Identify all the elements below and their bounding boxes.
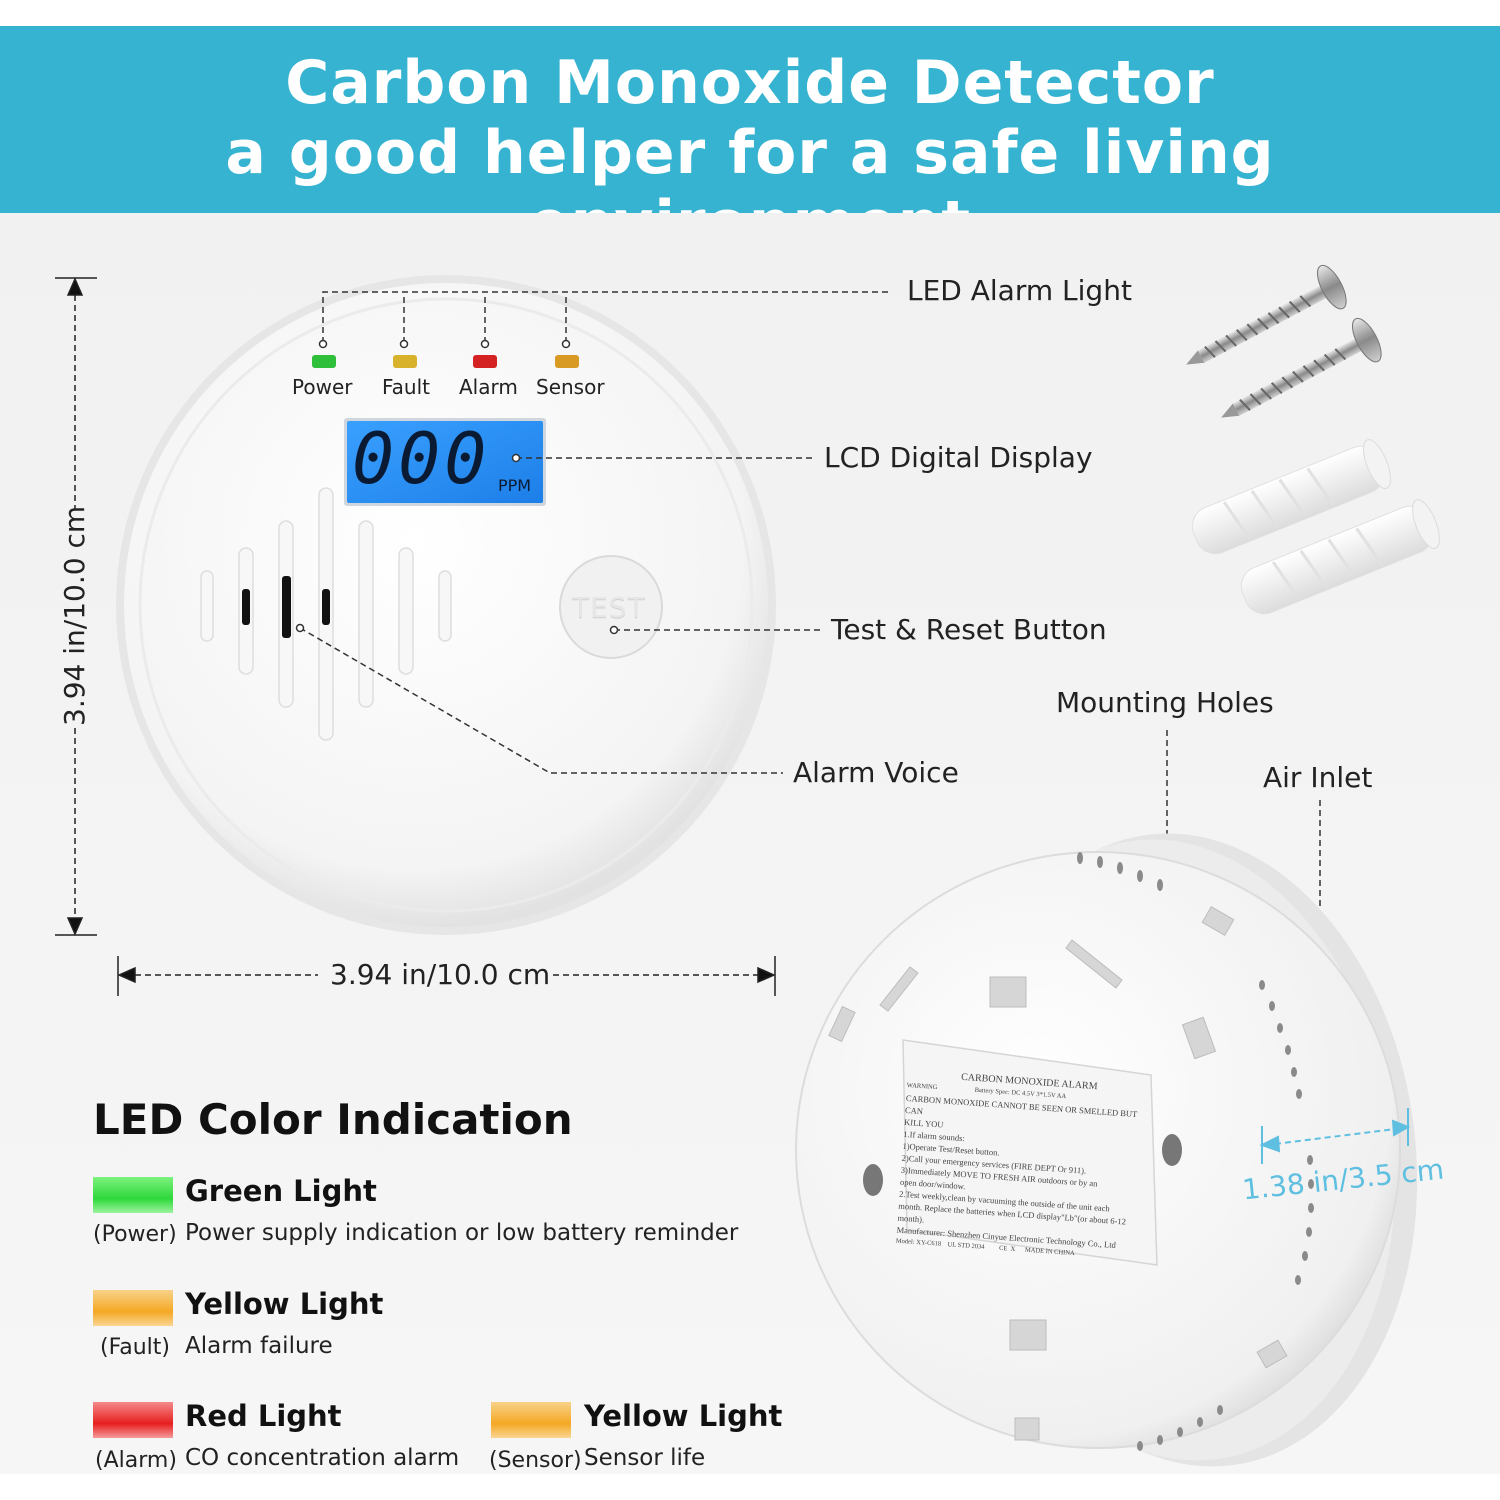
callout-led-alarm-light: LED Alarm Light [907, 274, 1132, 307]
wall-anchors [1191, 439, 1440, 615]
legend-title: LED Color Indication [93, 1095, 573, 1144]
width-dimension-label: 3.94 in/10.0 cm [330, 958, 551, 991]
arrow-right [757, 966, 776, 984]
arrow-down [66, 917, 84, 936]
red-swatch [93, 1402, 173, 1438]
legend-name-yellow-fault: Yellow Light [185, 1287, 384, 1321]
callout-test-button: Test & Reset Button [831, 613, 1107, 646]
yellow-swatch-sensor [491, 1402, 571, 1438]
test-button[interactable] [559, 555, 663, 659]
arrow-left [117, 966, 136, 984]
thickness-dimension [1259, 1108, 1411, 1164]
legend-tag-fault: (Fault) [100, 1335, 170, 1360]
air-inlet-holes [1077, 852, 1314, 1451]
callout-air-inlet: Air Inlet [1263, 761, 1373, 794]
callout-mounting-holes: Mounting Holes [1056, 686, 1274, 719]
arrow-up [66, 277, 84, 296]
mounting-tabs [828, 906, 1288, 1441]
lcd-screen [347, 421, 543, 503]
alarm-led [473, 355, 497, 368]
legend-desc-fault: Alarm failure [185, 1333, 333, 1359]
legend-tag-alarm: (Alarm) [95, 1448, 177, 1473]
sensor-led [555, 355, 579, 368]
legend-tag-sensor: (Sensor) [489, 1448, 582, 1473]
front-detector [116, 275, 776, 935]
yellow-swatch-fault [93, 1290, 173, 1326]
power-led-label: Power [292, 375, 353, 399]
legend-name-green: Green Light [185, 1174, 377, 1208]
height-dimension-label: 3.94 in/10.0 cm [58, 505, 91, 726]
title-banner: Carbon Monoxide Detector a good helper f… [0, 26, 1500, 258]
test-button-label: TEST [572, 591, 646, 624]
back-label-text: CARBON MONOXIDE ALARM WARNING Battery Sp… [895, 1068, 1151, 1265]
speaker-openings [242, 576, 330, 638]
back-detector [795, 833, 1418, 1467]
back-label-sticker [902, 1039, 1158, 1266]
lcd-unit: PPM [498, 476, 532, 495]
legend-tag-power: (Power) [93, 1222, 177, 1247]
mounting-hole-left [863, 1164, 883, 1196]
legend-desc-sensor: Sensor life [584, 1445, 706, 1471]
legend-name-yellow-sensor: Yellow Light [584, 1399, 783, 1433]
dimension-lines [55, 277, 776, 996]
callout-lcd-display: LCD Digital Display [824, 441, 1093, 474]
legend-name-red: Red Light [185, 1399, 342, 1433]
legend-desc-alarm: CO concentration alarm [185, 1445, 460, 1471]
screws [1186, 264, 1382, 418]
green-swatch [93, 1177, 173, 1213]
fault-led [393, 355, 417, 368]
power-led [312, 355, 336, 368]
legend-desc-power: Power supply indication or low battery r… [185, 1220, 739, 1246]
mounting-hole-right [1162, 1134, 1182, 1166]
fault-led-label: Fault [382, 375, 430, 399]
banner-title: Carbon Monoxide Detector [285, 48, 1215, 118]
lcd-reading: 000 [352, 418, 491, 500]
callout-alarm-voice: Alarm Voice [793, 756, 959, 789]
alarm-led-label: Alarm [459, 375, 518, 399]
sensor-led-label: Sensor [536, 375, 605, 399]
